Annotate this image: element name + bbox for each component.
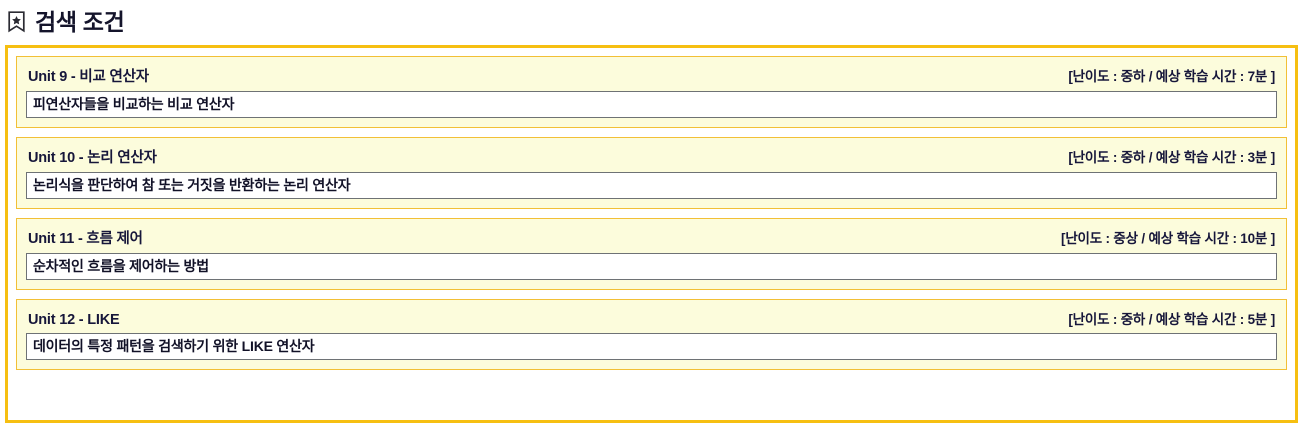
unit-meta: [난이도 : 중하 / 예상 학습 시간 : 7분 ]: [1068, 69, 1275, 84]
unit-card[interactable]: Unit 9 - 비교 연산자 [난이도 : 중하 / 예상 학습 시간 : 7…: [16, 56, 1287, 128]
unit-meta: [난이도 : 중하 / 예상 학습 시간 : 5분 ]: [1068, 312, 1275, 327]
unit-title: Unit 10 - 논리 연산자: [28, 150, 157, 166]
unit-meta: [난이도 : 중상 / 예상 학습 시간 : 10분 ]: [1061, 231, 1275, 246]
unit-card[interactable]: Unit 12 - LIKE [난이도 : 중하 / 예상 학습 시간 : 5분…: [16, 299, 1287, 370]
unit-header: Unit 10 - 논리 연산자 [난이도 : 중하 / 예상 학습 시간 : …: [26, 144, 1277, 172]
unit-title: Unit 11 - 흐름 제어: [28, 231, 143, 247]
search-conditions-panel: Unit 9 - 비교 연산자 [난이도 : 중하 / 예상 학습 시간 : 7…: [5, 45, 1298, 423]
page-title: 검색 조건: [35, 8, 125, 35]
unit-title: Unit 12 - LIKE: [28, 312, 120, 328]
page-header: 검색 조건: [0, 0, 1303, 38]
unit-description-input[interactable]: [26, 253, 1277, 280]
unit-description-input[interactable]: [26, 91, 1277, 118]
unit-list: Unit 9 - 비교 연산자 [난이도 : 중하 / 예상 학습 시간 : 7…: [16, 56, 1287, 370]
unit-meta: [난이도 : 중하 / 예상 학습 시간 : 3분 ]: [1068, 150, 1275, 165]
unit-title: Unit 9 - 비교 연산자: [28, 69, 149, 85]
unit-card[interactable]: Unit 10 - 논리 연산자 [난이도 : 중하 / 예상 학습 시간 : …: [16, 137, 1287, 209]
unit-description-input[interactable]: [26, 333, 1277, 360]
unit-description-input[interactable]: [26, 172, 1277, 199]
bookmark-star-icon: [7, 11, 26, 33]
unit-header: Unit 12 - LIKE [난이도 : 중하 / 예상 학습 시간 : 5분…: [26, 306, 1277, 333]
unit-card[interactable]: Unit 11 - 흐름 제어 [난이도 : 중상 / 예상 학습 시간 : 1…: [16, 218, 1287, 290]
unit-header: Unit 11 - 흐름 제어 [난이도 : 중상 / 예상 학습 시간 : 1…: [26, 225, 1277, 253]
unit-header: Unit 9 - 비교 연산자 [난이도 : 중하 / 예상 학습 시간 : 7…: [26, 63, 1277, 91]
